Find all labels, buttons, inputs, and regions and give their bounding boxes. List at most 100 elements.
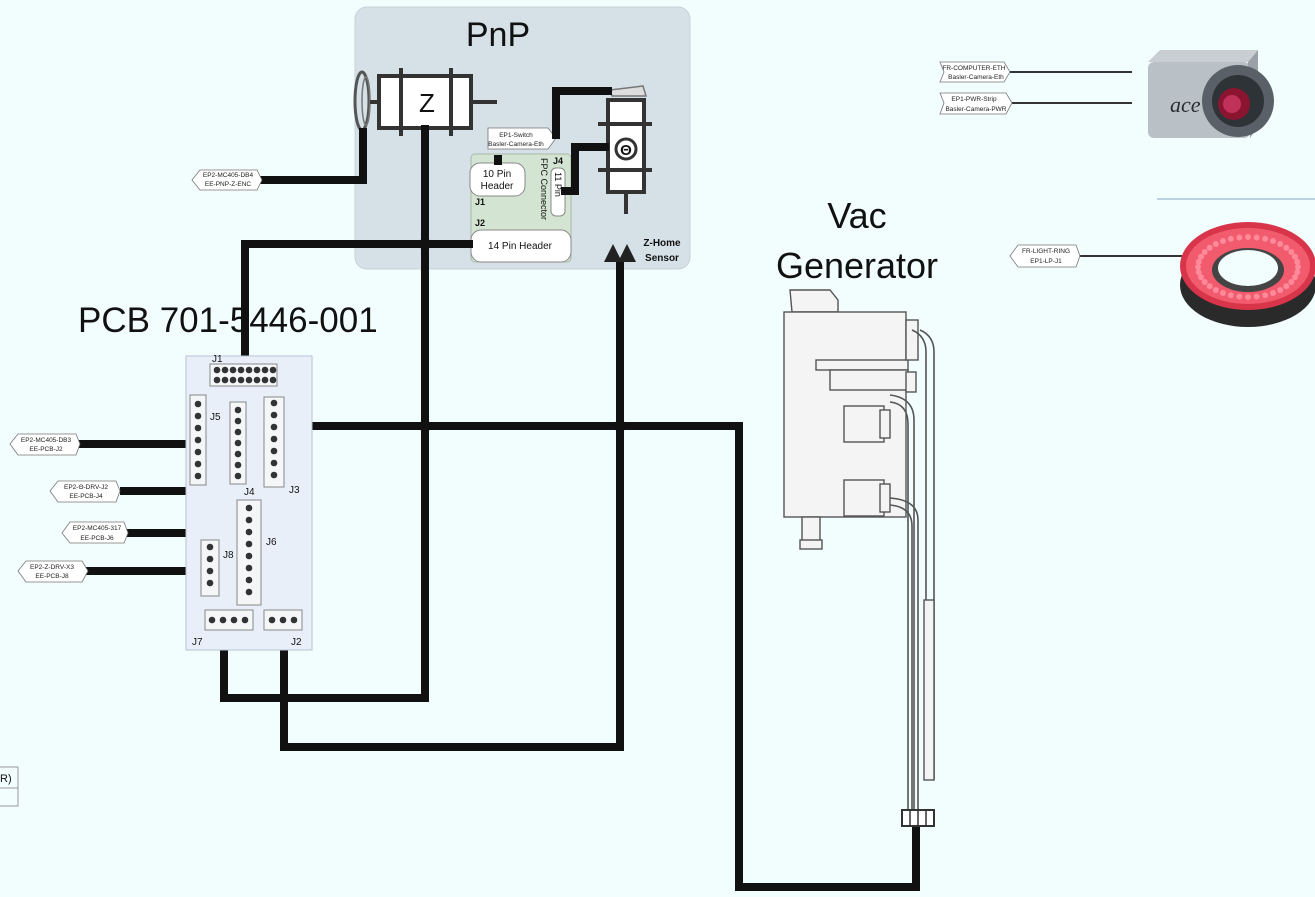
connector-pin	[235, 407, 242, 414]
tag-light-ring-line1: FR-LIGHT-RING	[1022, 248, 1070, 255]
tag-switch: EP1-Switch Basler-Camera-Eth	[488, 128, 556, 149]
connector-pin	[222, 367, 229, 374]
pcb-j2-label: J2	[291, 637, 302, 648]
connector-pin	[230, 377, 237, 384]
connector-pin	[195, 401, 202, 408]
tag-pcb-j6-line1: EP2-MC405-317	[73, 525, 122, 532]
connector-pin	[280, 617, 287, 624]
connector-pin	[238, 377, 245, 384]
camera-brand-label: ace	[1170, 92, 1201, 117]
led-dot	[1262, 292, 1268, 298]
connector-pin	[262, 367, 269, 374]
led-dot	[1220, 290, 1226, 296]
tag-pnp-z-enc-line1: EP2-MC405-DB4	[203, 172, 254, 179]
tag-pcb-j4-line1: EP2-Θ-DRV-J2	[64, 484, 108, 491]
connector-pin	[220, 617, 227, 624]
led-dot	[1236, 234, 1242, 240]
connector-pin	[214, 377, 221, 384]
connector-pin	[235, 451, 242, 458]
connector-pin	[271, 460, 278, 467]
led-dot	[1198, 254, 1204, 260]
connector-pin	[246, 529, 253, 536]
basler-camera: ace	[1148, 50, 1274, 138]
tag-pcb-j4-line2: EE-PCB-J4	[69, 493, 103, 500]
connector-pin	[271, 412, 278, 419]
connector-pin	[231, 617, 238, 624]
connector-pin	[235, 418, 242, 425]
connector-pin	[246, 565, 253, 572]
vac-title-line1: Vac	[827, 195, 886, 236]
connector-pin	[246, 517, 253, 524]
pcb-j3-label: J3	[289, 485, 300, 496]
led-dot	[1213, 241, 1219, 247]
connector-pin	[235, 462, 242, 469]
tag-light-ring-line2: EP1-LP-J1	[1030, 258, 1062, 265]
connector-pin	[214, 367, 221, 374]
connector-pin	[246, 577, 253, 584]
led-dot	[1254, 234, 1260, 240]
connector-pin	[254, 367, 261, 374]
tag-pnp-z-enc: EP2-MC405-DB4 EE-PNP-Z-ENC	[192, 170, 262, 190]
led-dot	[1196, 269, 1202, 275]
fpc-j4-label: J4	[553, 156, 563, 166]
ten-pin-header-line1: 10 Pin	[483, 169, 511, 180]
connector-pin	[242, 617, 249, 624]
led-dot	[1228, 292, 1234, 298]
z-label: Z	[419, 88, 435, 118]
tag-camera-pwr-line2: Basler-Camera-PWR	[945, 106, 1006, 113]
pnp-title: PnP	[466, 16, 530, 54]
tag-pcb-j2: EP2-MC405-DB3 EE-PCB-J2	[10, 434, 80, 455]
led-dot	[1254, 294, 1260, 300]
led-dot	[1270, 290, 1276, 296]
theta-label: Θ	[620, 142, 632, 159]
connector-pin	[195, 449, 202, 456]
tag-camera-eth: FR-COMPUTER-ETH Basler-Camera-Eth	[940, 62, 1010, 82]
tag-pcb-j8-line2: EE-PCB-J8	[35, 573, 69, 580]
led-dot	[1270, 238, 1276, 244]
vac-generator: Vac Generator	[776, 195, 938, 826]
tag-pcb-j6: EP2-MC405-317 EE-PCB-J6	[62, 522, 128, 543]
connector-pin	[262, 377, 269, 384]
connector-pin	[246, 541, 253, 548]
pcb-j2-pins	[269, 617, 298, 624]
connector-pin	[246, 553, 253, 560]
vac-title-line2: Generator	[776, 245, 938, 286]
led-dot	[1213, 287, 1219, 293]
connector-pin	[195, 437, 202, 444]
connector-pin	[246, 377, 253, 384]
tag-pcb-j2-line1: EP2-MC405-DB3	[21, 437, 72, 444]
pcb-board: PCB 701-5446-001 J1 J5 J4 J3 J6 J8 J7 J2	[78, 301, 378, 650]
led-dot	[1283, 245, 1289, 251]
tag-camera-eth-line1: FR-COMPUTER-ETH	[942, 65, 1005, 72]
led-dot	[1262, 236, 1268, 242]
led-dot	[1277, 287, 1283, 293]
pcb-j4-label: J4	[244, 487, 255, 498]
tag-light-ring: FR-LIGHT-RING EP1-LP-J1	[1010, 245, 1080, 267]
connector-pin	[195, 413, 202, 420]
connector-pin	[207, 568, 214, 575]
tag-camera-eth-line2: Basler-Camera-Eth	[948, 74, 1004, 81]
connector-pin	[207, 544, 214, 551]
connector-pin	[269, 617, 276, 624]
fpc-connector-label: FPC Connector	[539, 158, 549, 220]
connector-pin	[195, 473, 202, 480]
tag-switch-line1: EP1-Switch	[499, 132, 533, 139]
led-dot	[1295, 264, 1301, 270]
connector-pin	[246, 367, 253, 374]
led-dot	[1202, 279, 1208, 285]
tag-camera-pwr-line1: EP1-PWR-Strip	[951, 96, 997, 103]
connector-pin	[246, 589, 253, 596]
led-dot	[1195, 264, 1201, 270]
pcb-j8-label: J8	[223, 550, 234, 561]
cropped-box: R)	[0, 767, 18, 806]
led-dot	[1294, 259, 1300, 265]
led-dot	[1228, 236, 1234, 242]
cropped-box-text: R)	[0, 773, 12, 785]
pcb-j5-label: J5	[210, 412, 221, 423]
connector-pin	[230, 367, 237, 374]
led-dot	[1207, 245, 1213, 251]
pnp-panel: PnP Z Θ 10 Pin Header	[355, 7, 690, 269]
connector-pin	[291, 617, 298, 624]
connector-pin	[222, 377, 229, 384]
